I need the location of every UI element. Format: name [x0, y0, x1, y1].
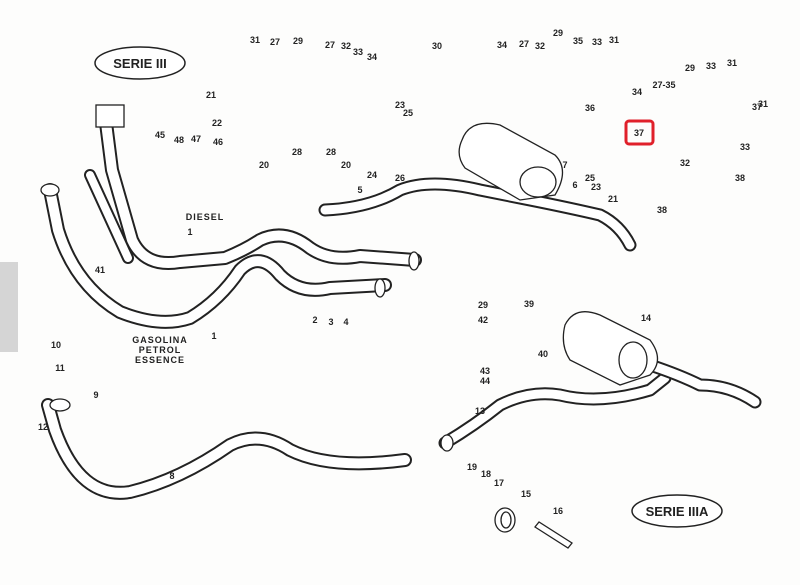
- rear-silencer-serie-3: [318, 122, 637, 252]
- part-label-16: 16: [553, 506, 563, 516]
- serie-3-label: SERIE III: [113, 56, 166, 71]
- part-label-21: 21: [608, 194, 618, 204]
- part-label-2: 2: [312, 315, 317, 325]
- part-label-13: 13: [475, 406, 485, 416]
- diesel-pipe: [84, 104, 422, 271]
- part-label-9: 9: [93, 390, 98, 400]
- part-label-29: 29: [685, 63, 695, 73]
- part-label-32: 32: [341, 41, 351, 51]
- part-label-12: 12: [38, 422, 48, 432]
- part-label-24: 24: [367, 170, 377, 180]
- part-label-31: 31: [609, 35, 619, 45]
- part-label-32: 32: [680, 158, 690, 168]
- serie-3a-badge: SERIE IIIA: [631, 494, 723, 528]
- part-label-4: 4: [343, 317, 348, 327]
- highlight-box-part-37: [624, 119, 655, 146]
- front-pipe-8: [41, 398, 412, 500]
- part-label-40: 40: [538, 349, 548, 359]
- serie-3-badge: SERIE III: [94, 46, 186, 80]
- essence-caption: ESSENCE: [135, 355, 185, 365]
- part-label-30: 30: [432, 41, 442, 51]
- part-label-45: 45: [155, 130, 165, 140]
- part-label-14: 14: [641, 313, 651, 323]
- part-label-32: 32: [535, 41, 545, 51]
- part-label-26: 26: [395, 173, 405, 183]
- part-label-35: 35: [573, 36, 583, 46]
- part-label-10: 10: [51, 340, 61, 350]
- part-label-25: 25: [585, 173, 595, 183]
- part-label-5: 5: [357, 185, 362, 195]
- part-label-34: 34: [632, 87, 642, 97]
- part-label-41: 41: [95, 265, 105, 275]
- part-label-47: 47: [191, 134, 201, 144]
- part-label-33: 33: [740, 142, 750, 152]
- part-label-23: 23: [395, 100, 405, 110]
- part-label-27: 27: [519, 39, 529, 49]
- part-label-43: 43: [480, 366, 490, 376]
- part-label-48: 48: [174, 135, 184, 145]
- part-label-38: 38: [735, 173, 745, 183]
- part-label-42: 42: [478, 315, 488, 325]
- part-label-34: 34: [497, 40, 507, 50]
- part-label-44: 44: [480, 376, 490, 386]
- part-label-1: 1: [187, 227, 192, 237]
- part-label-39: 39: [524, 299, 534, 309]
- part-label-11: 11: [55, 363, 65, 373]
- petrol-pipe: [40, 183, 392, 329]
- part-label-31: 31: [727, 58, 737, 68]
- part-label-46: 46: [213, 137, 223, 147]
- part-label-22: 22: [212, 118, 222, 128]
- petrol-caption: PETROL: [139, 345, 182, 355]
- scan-shadow: [0, 262, 18, 352]
- part-label-33: 33: [592, 37, 602, 47]
- part-label-15: 15: [521, 489, 531, 499]
- part-label-20: 20: [341, 160, 351, 170]
- part-label-34: 34: [367, 52, 377, 62]
- diesel-caption: DIESEL: [186, 212, 225, 222]
- highlighted-part-label: 37: [634, 128, 644, 138]
- part-label-38: 38: [657, 205, 667, 215]
- part-label-27-35: 27-35: [652, 80, 675, 90]
- part-label-18: 18: [481, 469, 491, 479]
- part-label-17: 17: [494, 478, 504, 488]
- part-label-7: 7: [562, 160, 567, 170]
- part-label-8: 8: [169, 471, 174, 481]
- part-label-36: 36: [585, 103, 595, 113]
- part-label-1: 1: [211, 331, 216, 341]
- part-label-25: 25: [403, 108, 413, 118]
- gasolina-caption: GASOLINA: [132, 335, 188, 345]
- part-label-28: 28: [292, 147, 302, 157]
- part-label-21: 21: [206, 90, 216, 100]
- part-label-19: 19: [467, 462, 477, 472]
- part-label-33: 33: [353, 47, 363, 57]
- part-label-6: 6: [572, 180, 577, 190]
- part-label-20: 20: [259, 160, 269, 170]
- part-label-27: 27: [325, 40, 335, 50]
- part-label-29: 29: [553, 28, 563, 38]
- part-label-27: 27: [270, 37, 280, 47]
- part-label-28: 28: [326, 147, 336, 157]
- part-label-31: 31: [250, 35, 260, 45]
- rear-silencer-serie-3a: [438, 311, 762, 452]
- clamp-15: [494, 507, 573, 549]
- part-label-29: 29: [478, 300, 488, 310]
- part-label-31: 31: [758, 99, 768, 109]
- part-label-33: 33: [706, 61, 716, 71]
- part-label-23: 23: [591, 182, 601, 192]
- part-label-3: 3: [328, 317, 333, 327]
- part-label-29: 29: [293, 36, 303, 46]
- part-label-37: 37: [752, 102, 762, 112]
- serie-3a-label: SERIE IIIA: [646, 504, 709, 519]
